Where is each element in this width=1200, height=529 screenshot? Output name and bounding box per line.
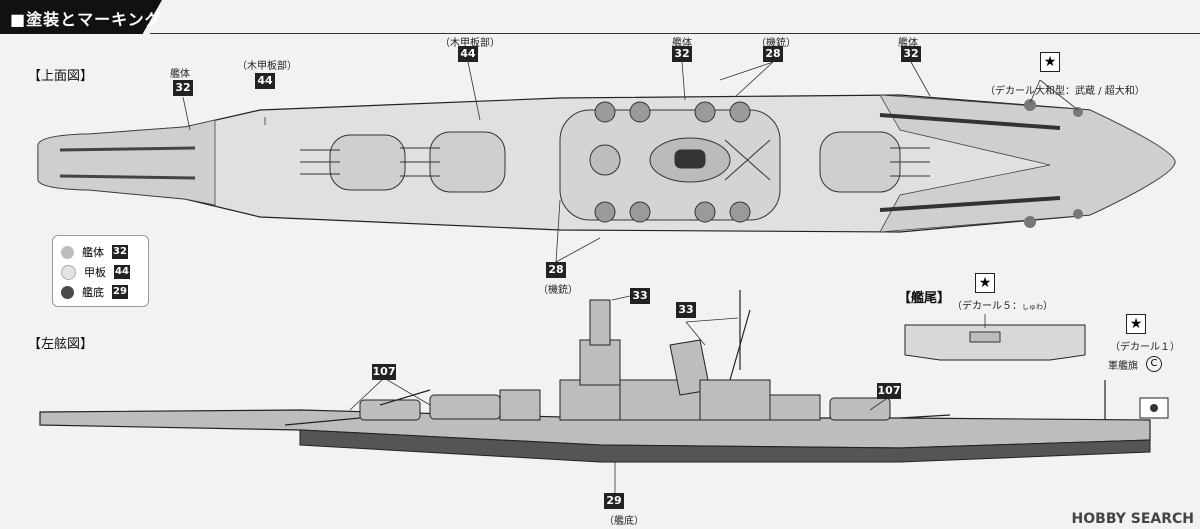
callout-hull-3: 艦体 <box>898 38 918 49</box>
decal-star-icon-3: ★ <box>1126 314 1146 334</box>
watermark: HOBBY SEARCH <box>1071 511 1194 527</box>
turret-2 <box>400 131 506 193</box>
header-bar <box>0 0 162 34</box>
badge-44-a: 44 <box>255 73 275 89</box>
callout-wood-2: （木甲板部） <box>440 38 500 49</box>
top-stern-deck <box>879 94 1176 233</box>
callout-mg-top: （機銃） <box>756 38 796 49</box>
callout-ensign: 軍艦旗 <box>1108 361 1138 372</box>
callout-decal-yamato: （デカール大和型：武蔵 / 超大和） <box>985 86 1145 97</box>
legend-swatch-keel <box>61 285 74 299</box>
legend-label-keel: 艦底 <box>82 286 104 299</box>
badge-107-b: 107 <box>877 383 901 399</box>
decal-stern-glyph: しゅわ <box>1022 303 1043 311</box>
page-header: ■塗装とマーキング <box>0 0 1200 34</box>
legend-code-keel: 29 <box>112 285 128 299</box>
badge-28-b: 28 <box>546 262 566 278</box>
callout-keel: （艦底） <box>604 516 644 527</box>
ensign-mark: C <box>1146 356 1162 372</box>
badge-32-c: 32 <box>901 46 921 62</box>
decal-stern-text: （デカール５： <box>952 301 1022 312</box>
callout-decal-1: （デカール１） <box>1110 342 1180 353</box>
decal-star-icon-1: ★ <box>1040 52 1060 72</box>
badge-44-b: 44 <box>458 46 478 62</box>
turret-1 <box>300 134 406 191</box>
badge-28-a: 28 <box>763 46 783 62</box>
callout-wood-1: （木甲板部） <box>237 61 297 72</box>
legend-code-hull: 32 <box>112 245 128 259</box>
badge-32-a: 32 <box>173 80 193 96</box>
decal-star-icon-2: ★ <box>975 273 995 293</box>
page-title: ■塗装とマーキング <box>10 10 162 29</box>
callout-hull-1: 艦体 <box>170 69 190 80</box>
header-rule <box>150 33 1200 34</box>
top-view-label: 【上面図】 <box>28 69 94 84</box>
badge-29: 29 <box>604 493 624 509</box>
decal-stern-close: ） <box>1043 301 1053 312</box>
legend-label-deck: 甲板 <box>84 266 106 279</box>
superstructure-top <box>559 101 781 223</box>
callout-hull-2: 艦体 <box>672 38 692 49</box>
legend-row-deck: 甲板 44 <box>61 264 130 280</box>
color-legend: 艦体 32 甲板 44 艦底 29 <box>52 235 149 307</box>
side-waterline <box>299 429 1151 463</box>
turret-3 <box>819 131 930 193</box>
legend-label-hull: 艦体 <box>82 246 104 259</box>
callout-mg-bottom: （機銃） <box>538 285 578 296</box>
callout-decal-stern: （デカール５：しゅわ） <box>952 297 1053 312</box>
legend-row-keel: 艦底 29 <box>61 284 128 300</box>
side-superstructure <box>359 299 891 421</box>
badge-32-b: 32 <box>672 46 692 62</box>
badge-33-a: 33 <box>630 288 650 304</box>
legend-swatch-deck <box>61 264 76 280</box>
side-view-label: 【左舷図】 <box>28 337 94 352</box>
stern-view-label: 【艦尾】 <box>898 291 951 306</box>
legend-swatch-hull <box>61 245 74 259</box>
badge-107-a: 107 <box>372 364 396 380</box>
top-bow-wood <box>37 119 216 206</box>
badge-33-b: 33 <box>676 302 696 318</box>
legend-code-deck: 44 <box>114 265 130 279</box>
legend-row-hull: 艦体 32 <box>61 244 128 260</box>
